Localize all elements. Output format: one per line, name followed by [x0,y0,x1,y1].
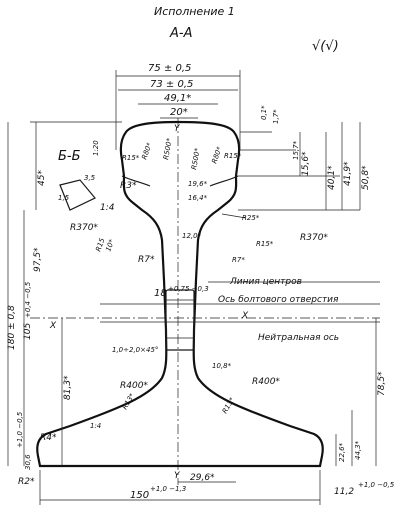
dim-1-4-base: 1:4 [90,422,101,430]
dim-44-3: 44,3* [354,440,362,460]
dim-r15-right: R15* [224,152,242,160]
dim-73: 73 ± 0,5 [150,79,193,90]
dim-97-5: 97,5* [33,247,43,272]
head-fillet-left [121,175,151,187]
dim-1-20: 1:20 [92,140,100,156]
dim-r80-right: R80* [210,145,224,164]
head-fillet-right [209,175,239,187]
dim-r25: R25* [242,214,260,222]
dim-r370-right: R370* [300,233,328,243]
dim-0-1: 0,1* [260,105,268,120]
dim-15-7: 15,7* [292,140,300,160]
dim-50-8: 50,8* [361,165,371,190]
note-centers-line: Линия центров [229,277,302,287]
dim-29-6: 29,6* [190,473,215,483]
dim-r400-left: R400* [120,381,148,391]
leader-r25 [221,213,247,219]
dim-chamfer: 1,0÷2,0×45° [112,346,158,354]
dim-1-4: 1:4 [100,203,115,213]
detail-label: Б-Б [58,149,81,164]
dim-180: 180 ± 0,8 [7,305,17,350]
dim-r400-right: R400* [252,377,280,387]
note-neutral-axis: Нейтральная ось [258,333,339,343]
x-axis-label-left: X [49,321,57,331]
dim-1-7: 1,7* [272,109,280,124]
dim-41-9: 41,9* [343,161,353,186]
dim-r2: R2* [18,477,35,487]
bolt-hole [165,289,195,351]
dim-150: 150 [130,490,149,501]
dim-105: 105 [23,323,33,340]
dim-150-tolerance: +1,0 −1,3 [150,485,186,493]
dim-10: 10* [104,238,116,253]
dim-r7-left: R7* [138,255,155,265]
dim-r15-web: R15* [256,240,274,248]
variant-title: Исполнение 1 [154,5,235,18]
dim-45: 45* [37,170,47,186]
dim-r500-right: R500* [190,147,202,170]
dim-22-6: 22,6* [338,442,346,462]
dim-11-2: 11,2 [334,487,354,497]
dim-r3: R3* [120,181,137,191]
dim-11-2-tolerance: +1,0 −0,5 [358,481,395,489]
dim-49: 49,1* [164,93,191,104]
dim-hole: 18 [154,288,167,299]
dim-15-6: 15,6* [301,151,311,176]
y-axis-label-top: Y [174,124,181,134]
rail-profile-outline [36,120,324,468]
x-axis-label-right: X [241,311,249,321]
section-title: А-А [169,26,192,41]
dim-30-6: 30,6 [24,454,32,470]
note-bolt-axis: Ось болтового отверстия [218,295,339,305]
dim-r370-left: R370* [70,223,98,233]
dim-r15-left: R15* [122,154,140,162]
dim-78-5: 78,5* [377,371,387,396]
dim-20: 20* [170,107,188,118]
detail-sketch [59,179,96,211]
dim-105-tolerance: +0,4 −0,5 [24,281,32,318]
dim-r4: R4* [40,433,57,443]
dim-r13-left: R13* [121,392,137,411]
dim-3-5: 3,5 [84,174,96,182]
dim-40-1: 40,1* [327,165,337,190]
dim-r7-right: R7* [232,256,245,264]
y-axis-label-bottom: Y [174,471,181,481]
dim-16-4: 16,4* [188,194,208,202]
dim-hole-tolerance: +0,75 −0,3 [168,285,209,293]
dim-10-8: 10,8* [212,362,232,370]
dim-75: 75 ± 0,5 [148,63,191,74]
dim-19-6: 19,6* [188,180,208,188]
roughness-symbol: √(√) [312,39,339,54]
dim-12: 12,0* [182,232,202,240]
dim-r500-left: R500* [162,137,174,160]
dim-r80-left: R80* [140,141,154,160]
dim-1-5: 1,5 [58,194,70,202]
dim-81-3: 81,3* [63,375,73,400]
dim-30-6-tolerance: +1,0 −0,5 [16,411,24,448]
